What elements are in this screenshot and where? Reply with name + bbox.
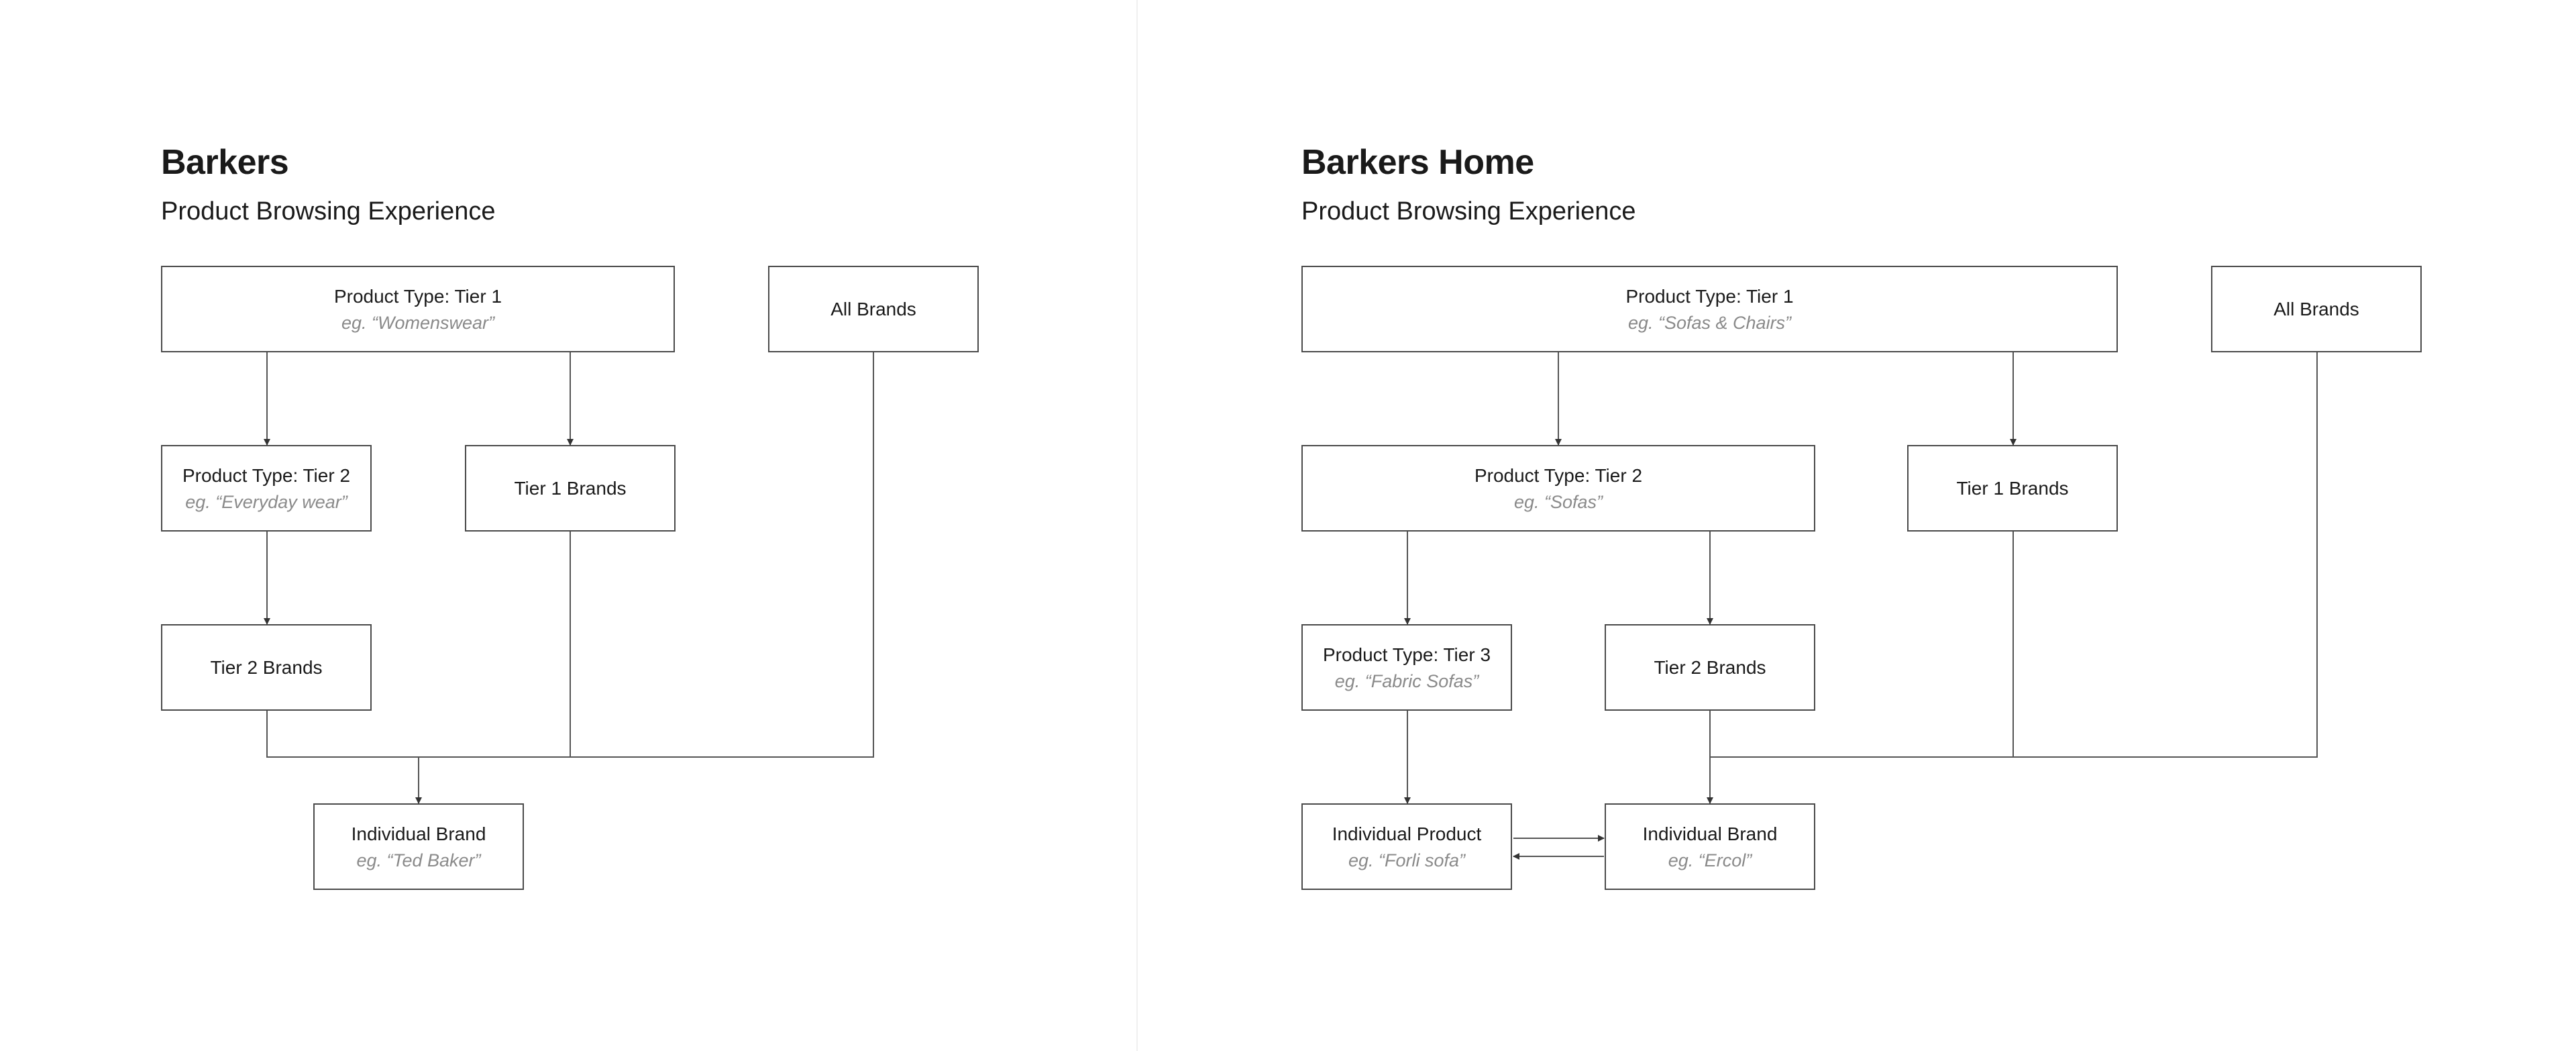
node-home-individual-brand: Individual Brand eg. “Ercol” <box>1605 803 1815 890</box>
node-home-individual-product: Individual Product eg. “Forli sofa” <box>1301 803 1512 890</box>
connector-home-brands-merge <box>1710 352 2318 758</box>
node-product-type-tier1: Product Type: Tier 1 eg. “Womenswear” <box>161 266 675 352</box>
node-label: Product Type: Tier 1 <box>333 285 502 307</box>
node-example: eg. “Womenswear” <box>341 312 495 333</box>
node-label: Individual Brand <box>1642 823 1778 844</box>
node-label: Product Type: Tier 1 <box>1625 285 1794 307</box>
node-label: Tier 2 Brands <box>210 656 323 678</box>
node-individual-brand: Individual Brand eg. “Ted Baker” <box>313 803 524 890</box>
node-label: Product Type: Tier 2 <box>1474 464 1643 486</box>
node-label: Tier 1 Brands <box>1956 477 2069 499</box>
node-home-all-brands: All Brands <box>2211 266 2422 352</box>
barkers-home-title: Barkers Home <box>1301 143 1534 182</box>
node-tier2-brands: Tier 2 Brands <box>161 624 372 711</box>
node-all-brands: All Brands <box>768 266 979 352</box>
node-label: Individual Brand <box>351 823 486 844</box>
node-label: Individual Product <box>1332 823 1482 844</box>
node-label: All Brands <box>2273 298 2359 319</box>
node-product-type-tier2: Product Type: Tier 2 eg. “Everyday wear” <box>161 445 372 532</box>
node-home-product-type-tier2: Product Type: Tier 2 eg. “Sofas” <box>1301 445 1815 532</box>
node-example: eg. “Forli sofa” <box>1348 850 1466 870</box>
panel-divider <box>1136 0 1138 1051</box>
node-home-product-type-tier3: Product Type: Tier 3 eg. “Fabric Sofas” <box>1301 624 1512 711</box>
node-tier1-brands: Tier 1 Brands <box>465 445 676 532</box>
node-label: Tier 1 Brands <box>514 477 627 499</box>
node-example: eg. “Everyday wear” <box>185 491 347 512</box>
node-label: Product Type: Tier 2 <box>182 464 351 486</box>
node-example: eg. “Sofas & Chairs” <box>1627 312 1792 333</box>
node-home-product-type-tier1: Product Type: Tier 1 eg. “Sofas & Chairs… <box>1301 266 2118 352</box>
node-label: All Brands <box>830 298 916 319</box>
node-example: eg. “Fabric Sofas” <box>1334 670 1479 691</box>
node-example: eg. “Ted Baker” <box>356 850 481 870</box>
barkers-subtitle: Product Browsing Experience <box>161 197 496 226</box>
node-label: Tier 2 Brands <box>1654 656 1766 678</box>
barkers-title: Barkers <box>161 143 289 182</box>
node-example: eg. “Sofas” <box>1513 491 1603 512</box>
node-home-tier1-brands: Tier 1 Brands <box>1907 445 2118 532</box>
node-example: eg. “Ercol” <box>1668 850 1752 870</box>
barkers-home-subtitle: Product Browsing Experience <box>1301 197 1636 226</box>
node-home-tier2-brands: Tier 2 Brands <box>1605 624 1815 711</box>
node-label: Product Type: Tier 3 <box>1322 644 1491 665</box>
